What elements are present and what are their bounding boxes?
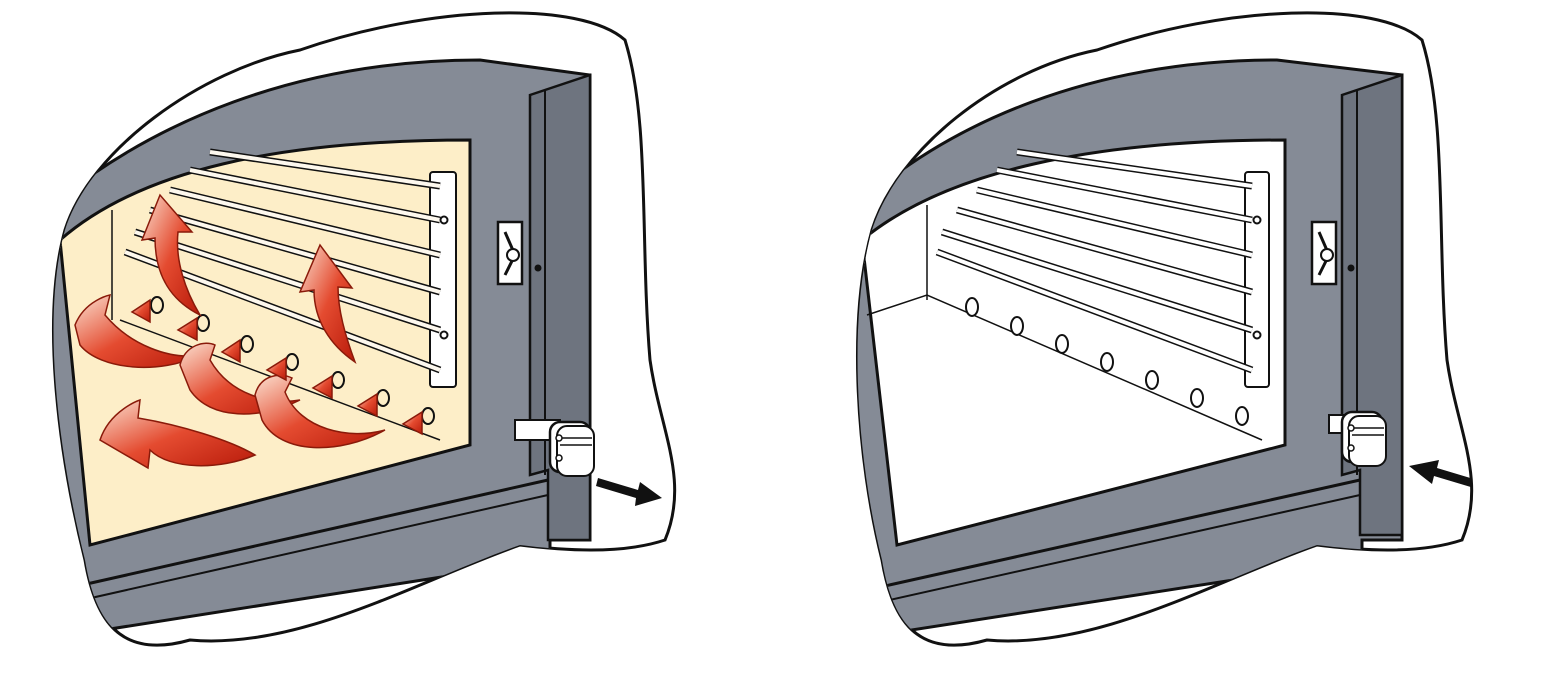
air-slider-knob-icon[interactable] bbox=[1328, 410, 1387, 467]
firebrick-grate-icon bbox=[935, 148, 1270, 388]
panel-closed-air-control bbox=[777, 0, 1554, 681]
stove-diagram-closed bbox=[856, 11, 1474, 647]
air-slider-knob-icon[interactable] bbox=[514, 419, 595, 477]
airflow-arrow-icon bbox=[74, 193, 423, 470]
direction-arrow-icon bbox=[596, 478, 662, 506]
air-inlet-hole-icon bbox=[965, 297, 1249, 426]
air-inlet-hole-icon bbox=[150, 296, 435, 425]
panel-open-air-control bbox=[52, 11, 677, 647]
direction-arrow-icon bbox=[1409, 460, 1472, 488]
door-latch-icon bbox=[1310, 220, 1355, 286]
stove-diagram-open bbox=[52, 11, 677, 647]
door-latch-icon bbox=[496, 220, 542, 286]
